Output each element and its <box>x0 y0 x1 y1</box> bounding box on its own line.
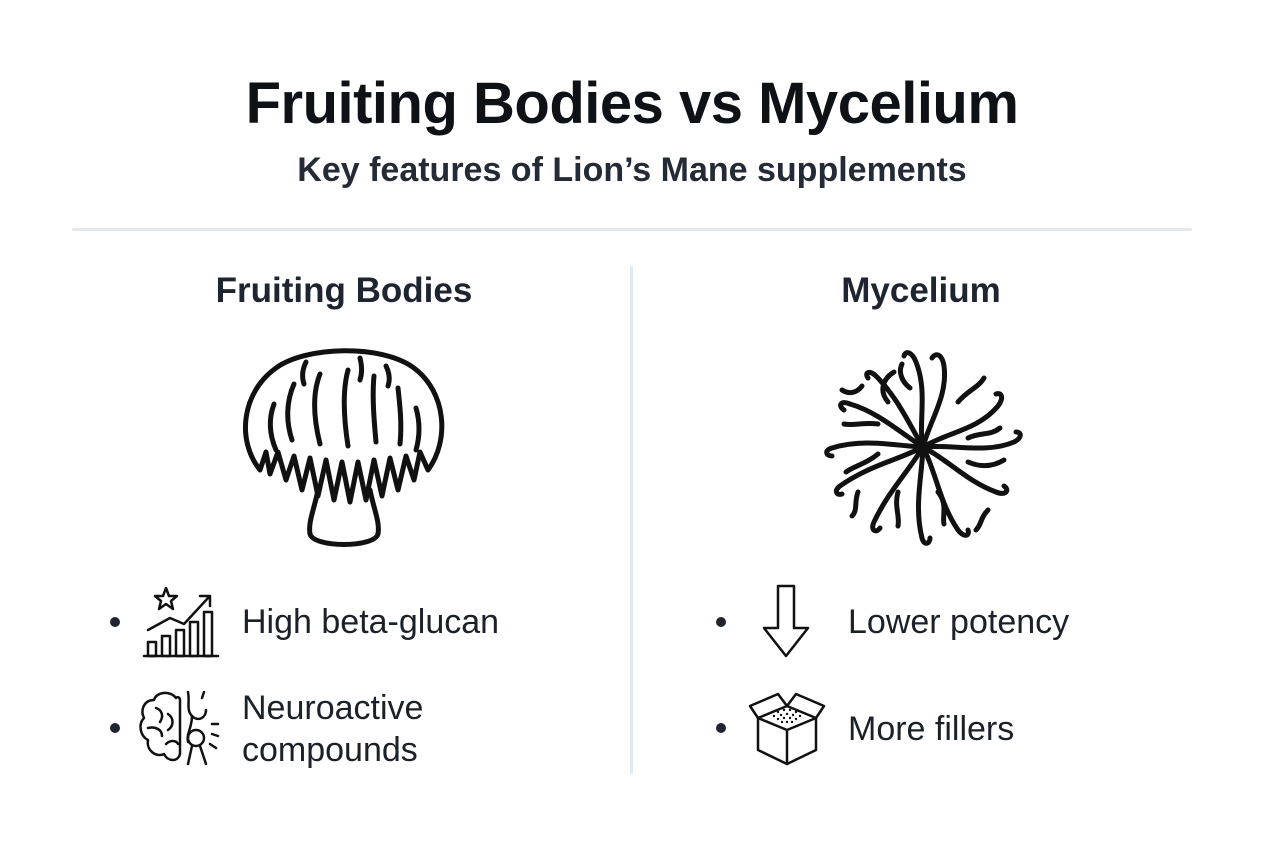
lions-mane-mushroom-icon <box>236 340 452 552</box>
mycelium-heading: Mycelium <box>841 271 1001 310</box>
feature-text-line1: Neuroactive <box>242 689 424 727</box>
page-title: Fruiting Bodies vs Mycelium <box>245 71 1019 136</box>
brain-neuron-icon <box>136 688 222 768</box>
feature-bullet <box>110 617 120 627</box>
feature-bullet <box>110 723 120 733</box>
feature-text-line2: compounds <box>242 731 418 769</box>
down-arrow-icon <box>758 582 814 660</box>
mycelium-network-icon <box>818 342 1028 552</box>
column-divider <box>630 266 633 774</box>
feature-bullet <box>716 723 726 733</box>
feature-text: More fillers <box>848 710 1015 748</box>
header-divider <box>72 228 1192 231</box>
open-box-icon <box>748 688 826 768</box>
feature-text: Lower potency <box>848 603 1070 641</box>
page-subtitle: Key features of Lion’s Mane supplements <box>297 151 967 189</box>
fruiting-bodies-heading: Fruiting Bodies <box>215 271 473 310</box>
feature-text: High beta-glucan <box>242 603 500 641</box>
feature-bullet <box>716 617 726 627</box>
growth-chart-star-icon <box>142 584 220 660</box>
